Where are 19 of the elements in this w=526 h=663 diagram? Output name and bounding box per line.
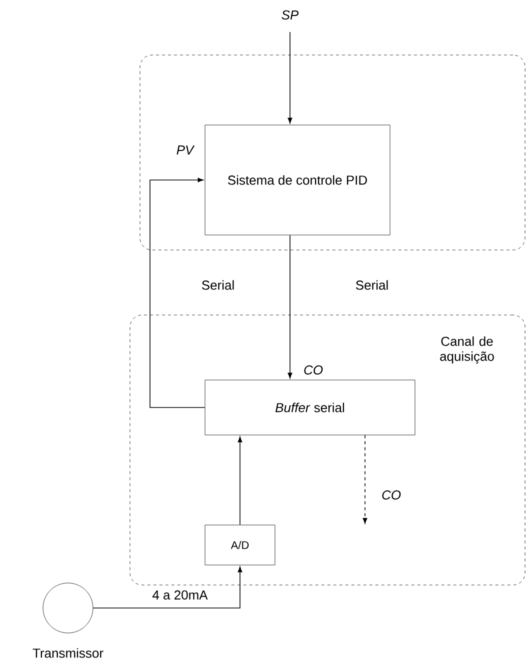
group-title: Canal de aquisição [440,336,494,364]
arrow [150,178,206,408]
edge-label: CO [304,365,323,375]
process-box: Buffer serial [204,380,416,436]
arrow [92,566,242,608]
arrow [288,32,292,124]
arrow [362,434,368,524]
node-caption: Transmissor [32,648,104,658]
line-label: Serial [202,280,234,290]
edge-label: PV [176,146,195,154]
line-label: Serial [356,280,388,290]
arrow [238,436,242,526]
edge-label: CO [382,490,401,500]
arrow [288,234,292,378]
edge-label: 4 a 20mA [152,590,208,600]
edge-label: SP [282,10,299,20]
process-box: Sistema de controle PID [204,124,390,236]
process-box: A/D [204,524,276,566]
group-frame [140,54,526,250]
